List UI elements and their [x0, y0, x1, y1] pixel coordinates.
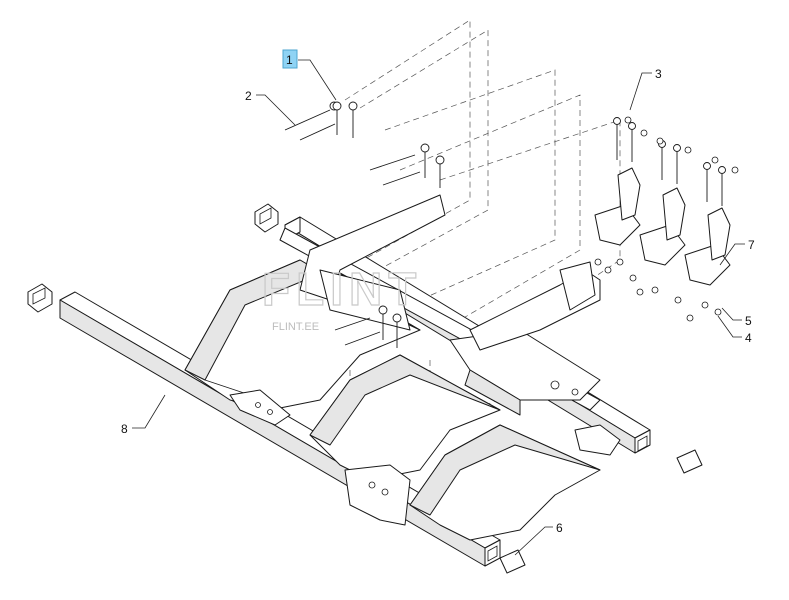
callout-8: 8 — [121, 394, 166, 436]
end-cap-rear-left — [254, 203, 279, 233]
end-cap-group — [27, 203, 703, 574]
callout-2-label: 2 — [245, 89, 252, 103]
callout-3: 3 — [629, 67, 662, 111]
callout-7-label: 7 — [748, 238, 755, 252]
end-cap-bottom — [499, 549, 526, 574]
eye-bolt-a — [284, 101, 358, 141]
end-cap-front-left — [27, 283, 53, 313]
callout-8-label: 8 — [121, 422, 128, 436]
eye-bolt-c — [334, 305, 402, 348]
callout-1-label: 1 — [286, 53, 293, 67]
eye-bolts — [284, 101, 445, 348]
eye-bolt-b — [369, 143, 445, 188]
clamp-brackets — [594, 116, 739, 322]
callout-6-label: 6 — [556, 521, 563, 535]
watermark: FLINT FLINT.EE — [261, 262, 422, 333]
cross-member-right — [409, 424, 601, 541]
clamp-bracket-1 — [594, 117, 641, 246]
callout-6: 6 — [514, 521, 563, 556]
callout-1: 1 — [282, 49, 337, 101]
watermark-logo: FLINT — [262, 263, 422, 315]
frame-assembly — [59, 194, 651, 567]
callouts: 1 2 3 4 5 6 7 8 — [121, 49, 755, 556]
clamp-bracket-2 — [639, 140, 686, 266]
mounting-plates — [229, 194, 621, 526]
nuts-and-washers — [594, 116, 739, 322]
end-cap-right — [676, 449, 703, 474]
callout-2: 2 — [245, 89, 296, 126]
callout-7: 7 — [719, 238, 755, 266]
callout-1-highlight — [282, 49, 298, 69]
callout-4: 4 — [717, 315, 752, 345]
watermark-url: FLINT.EE — [272, 321, 319, 333]
callout-5: 5 — [721, 307, 752, 328]
callout-5-label: 5 — [745, 314, 752, 328]
callout-3-label: 3 — [655, 67, 662, 81]
callout-4-label: 4 — [745, 331, 752, 345]
clamp-bracket-3 — [684, 162, 731, 286]
